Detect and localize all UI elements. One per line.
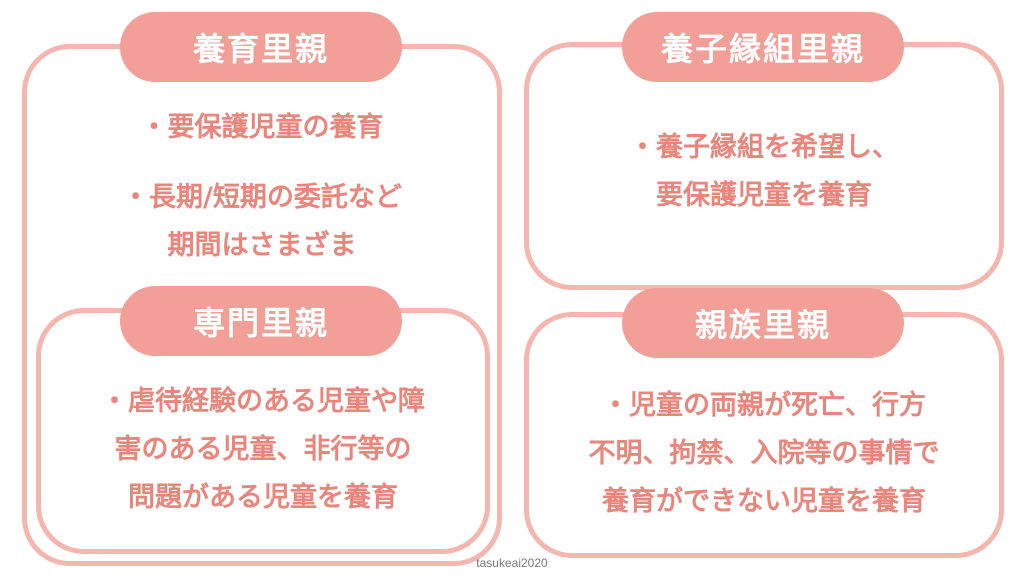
adoption-parent-description: ・養子縁組を希望し、 要保護児童を養育: [524, 124, 1004, 220]
specialized-parent-title: 専門里親: [120, 286, 402, 356]
adoption-line-1: ・養子縁組を希望し、: [629, 132, 899, 163]
foster-line-2: ・長期/短期の委託など: [122, 182, 402, 213]
specialized-line-2: 害のある児童、非行等の: [114, 434, 412, 465]
specialized-parent-description: ・虐待経験のある児童や障 害のある児童、非行等の 問題がある児童を養育: [36, 378, 490, 522]
adoption-parent-title: 養子縁組里親: [622, 12, 904, 82]
adoption-parent-box: [524, 42, 1004, 290]
credit-watermark: tasukeai2020: [476, 556, 548, 570]
specialized-line-1: ・虐待経験のある児童や障: [101, 386, 425, 417]
adoption-line-2: 要保護児童を養育: [656, 180, 872, 211]
foster-parent-title: 養育里親: [120, 12, 402, 82]
kinship-parent-box: [524, 312, 1004, 558]
specialized-line-3: 問題がある児童を養育: [128, 482, 398, 513]
foster-parent-description: ・要保護児童の養育 ・長期/短期の委託など 期間はさまざま: [22, 104, 502, 270]
kinship-parent-title: 親族里親: [622, 288, 904, 358]
kinship-parent-description: ・児童の両親が死亡、行方 不明、拘禁、入院等の事情で 養育ができない児童を養育: [524, 382, 1004, 526]
kinship-line-3: 養育ができない児童を養育: [602, 486, 926, 517]
foster-line-1: ・要保護児童の養育: [140, 112, 384, 143]
kinship-line-1: ・児童の両親が死亡、行方: [602, 390, 926, 421]
foster-line-3: 期間はさまざま: [167, 230, 357, 261]
kinship-line-2: 不明、拘禁、入院等の事情で: [588, 438, 940, 469]
